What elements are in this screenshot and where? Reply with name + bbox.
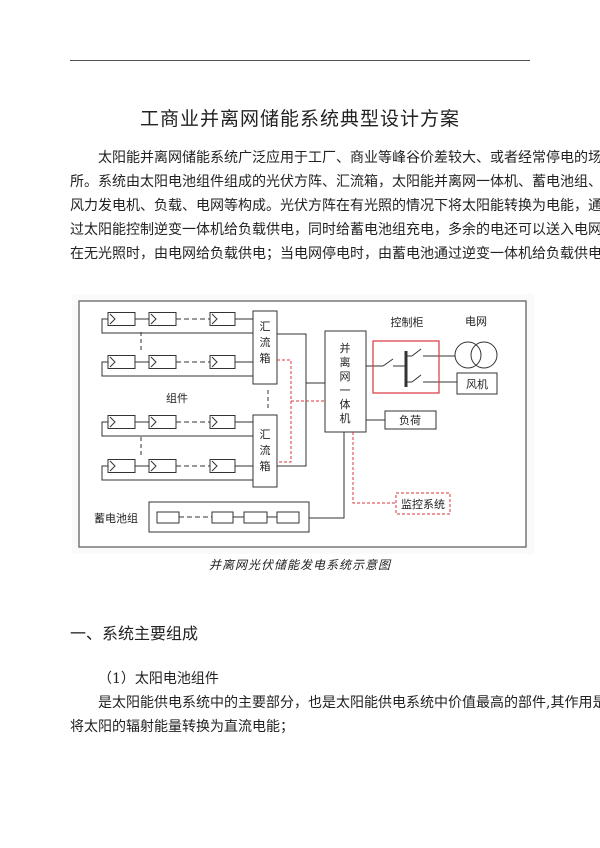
solar-panel-icon (148, 355, 177, 369)
solar-panel-icon (148, 312, 177, 326)
diagram-labels: 汇 流 箱 汇 流 箱 并 离 网 一 体 机 控制柜 电网 风机 负荷 组件 … (94, 315, 488, 525)
panel-glyph (109, 460, 116, 472)
header-rule (70, 60, 530, 61)
combiner-label: 汇 (260, 320, 271, 333)
panel-glyph (109, 356, 116, 368)
panel-glyph (109, 416, 116, 428)
subsection-heading: （1）太阳电池组件 (98, 671, 219, 687)
panel-glyph (211, 313, 218, 325)
inverter-label: 离 (340, 355, 351, 369)
intro-paragraph: 太阳能并离网储能系统广泛应用于工厂、商业等峰谷价差较大、或者经常停电的场 所。系… (70, 146, 600, 266)
battery-cell (156, 511, 180, 524)
transformer-icon (454, 341, 482, 369)
combiner-box-2 (252, 414, 278, 488)
text-line: 将太阳的辐射能量转换为直流电能； (70, 719, 294, 735)
battery-cell (211, 511, 234, 524)
panel-glyph (211, 416, 218, 428)
solar-panel-icon (148, 415, 177, 429)
combiner-label: 箱 (260, 459, 271, 473)
battery-cell (243, 511, 268, 524)
combiner-label: 箱 (260, 351, 271, 365)
solar-panel-icon (107, 312, 136, 326)
panel-glyph (211, 356, 218, 368)
load-label: 负荷 (399, 413, 421, 427)
monitoring-label: 监控系统 (401, 497, 445, 511)
text-line: 是太阳能供电系统中的主要部分，也是太阳能供电系统中价值最高的部件,其作用是 (98, 695, 600, 711)
combiner-label: 流 (260, 335, 271, 349)
battery-group-label: 蓄电池组 (94, 511, 138, 525)
grid-label: 电网 (465, 315, 487, 328)
panel-glyph (150, 356, 157, 368)
solar-panel-icon (209, 355, 236, 369)
text-line: 所。系统由太阳电池组件组成的光伏方阵、汇流箱，太阳能并离网一体机、蓄电池组、 (70, 174, 600, 190)
fan-box (456, 372, 498, 395)
control-cabinet-box (372, 340, 440, 394)
panel-glyph (109, 313, 116, 325)
control-cabinet-label: 控制柜 (391, 315, 424, 329)
panel-glyph (150, 416, 157, 428)
solar-panel-icon (107, 355, 136, 369)
inverter-label: 并 (340, 341, 351, 355)
combiner-label: 流 (260, 443, 271, 457)
page-title: 工商业并离网储能系统典型设计方案 (139, 108, 460, 130)
figure-caption: 并离网光伏储能发电系统示意图 (208, 558, 391, 572)
panel-glyph (150, 460, 157, 472)
solar-panel-icon (209, 415, 236, 429)
inverter-label: 机 (340, 411, 351, 425)
string-wire (101, 421, 253, 437)
text-line: 太阳能并离网储能系统广泛应用于工厂、商业等峰谷价差较大、或者经常停电的场 (98, 150, 600, 166)
combiner-label: 汇 (260, 428, 271, 441)
solar-panel-icon (107, 415, 136, 429)
string-wire (101, 465, 253, 481)
panel-glyph (211, 460, 218, 472)
solar-panel-icon (209, 459, 236, 473)
inverter-label: 体 (340, 397, 351, 411)
solar-panel-icon (209, 312, 236, 326)
signal-wiring (277, 340, 451, 515)
text-line: 过太阳能控制逆变一体机给负载供电，同时给蓄电池组充电，多余的电还可以送入电网； (70, 222, 600, 238)
inverter-label: 一 (340, 384, 351, 397)
panel-glyph (150, 313, 157, 325)
string-wire (101, 318, 253, 334)
text-line: 风力发电机、负载、电网等构成。光伏方阵在有光照的情况下将太阳能转换为电能，通 (70, 198, 600, 214)
solar-panel-icon (107, 459, 136, 473)
inverter-box (324, 330, 367, 433)
monitoring-box (395, 492, 451, 515)
pv-array (101, 312, 253, 481)
text-line: 在无光照时，由电网给负载供电；当电网停电时，由蓄电池通过逆变一体机给负载供电. (70, 246, 600, 262)
section-paragraph: 是太阳能供电系统中的主要部分，也是太阳能供电系统中价值最高的部件,其作用是 将太… (70, 691, 600, 739)
solar-panel-icon (148, 459, 177, 473)
fan-label: 风机 (466, 377, 488, 391)
inverter-label: 网 (340, 370, 351, 383)
string-wire (101, 361, 253, 377)
modules-label: 组件 (166, 391, 188, 405)
combiner-box-1 (252, 310, 278, 385)
section-heading: 一、系统主要组成 (70, 624, 199, 643)
power-wiring (179, 333, 498, 519)
battery-cell (276, 511, 300, 524)
